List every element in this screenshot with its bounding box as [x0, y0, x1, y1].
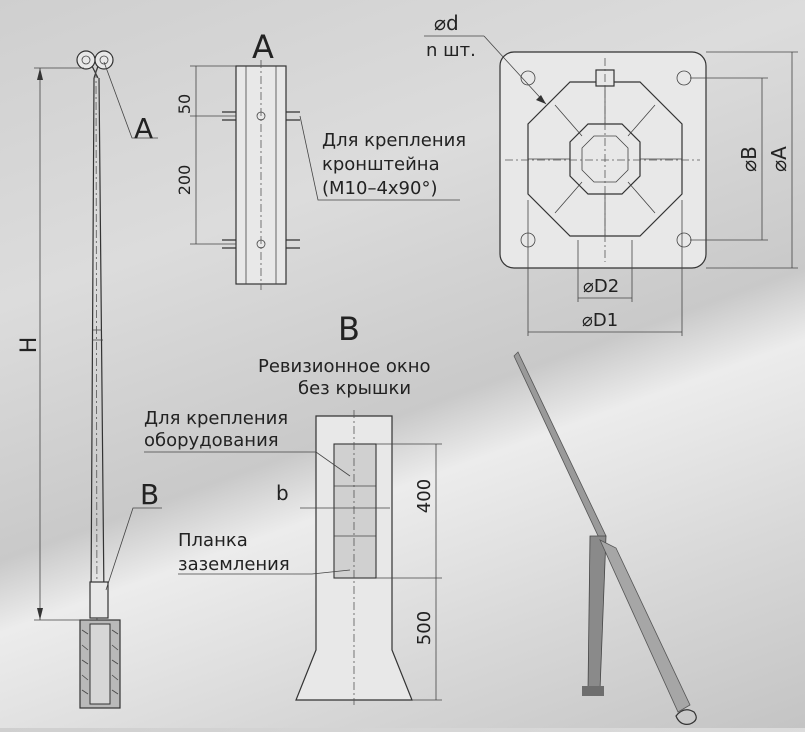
hatch-note-line2: без крышки [298, 378, 411, 399]
view-b-detail: B Ревизионное окно без крышки b 400 500 … [144, 310, 442, 705]
bracket-note-line2: кронштейна [322, 154, 440, 175]
base-flange-plan: ⌀d n шт. ⌀B ⌀A ⌀D2 ⌀D1 [424, 11, 798, 336]
view-a-title: A [252, 28, 274, 66]
dim-b-label: b [276, 481, 289, 505]
bracket-note-line3: (М10–4х90°) [322, 178, 438, 199]
pole-perspective-render [513, 351, 697, 725]
dim-500-label: 500 [414, 611, 435, 645]
dim-200-label: 200 [175, 165, 194, 196]
ground-note-line2: заземления [178, 554, 290, 575]
dim-phi-d1-label: ⌀D1 [582, 310, 618, 331]
pole-elevation: H A B [17, 50, 162, 709]
dim-h-label: H [17, 337, 42, 354]
callout-b-label: B [140, 478, 159, 511]
dim-d-label: ⌀d [434, 11, 459, 35]
equip-note-line1: Для крепления [144, 408, 288, 429]
dim-50-label: 50 [175, 94, 194, 114]
equip-note-line2: оборудования [144, 430, 279, 451]
callout-a-label: A [134, 112, 153, 145]
dim-phi-a-label: ⌀A [767, 146, 791, 172]
dim-phi-b-label: ⌀B [737, 146, 761, 172]
dim-400-label: 400 [414, 479, 435, 513]
view-b-title: B [338, 310, 360, 348]
dim-phi-d2-label: ⌀D2 [583, 276, 619, 297]
ground-note-line1: Планка [178, 530, 248, 551]
dim-n-label: n шт. [426, 40, 476, 61]
bracket-note-line1: Для крепления [322, 130, 466, 151]
hatch-note-line1: Ревизионное окно [258, 356, 431, 377]
view-a-detail: A 50 200 Для крепления кронштейна (М10–4… [175, 28, 466, 290]
